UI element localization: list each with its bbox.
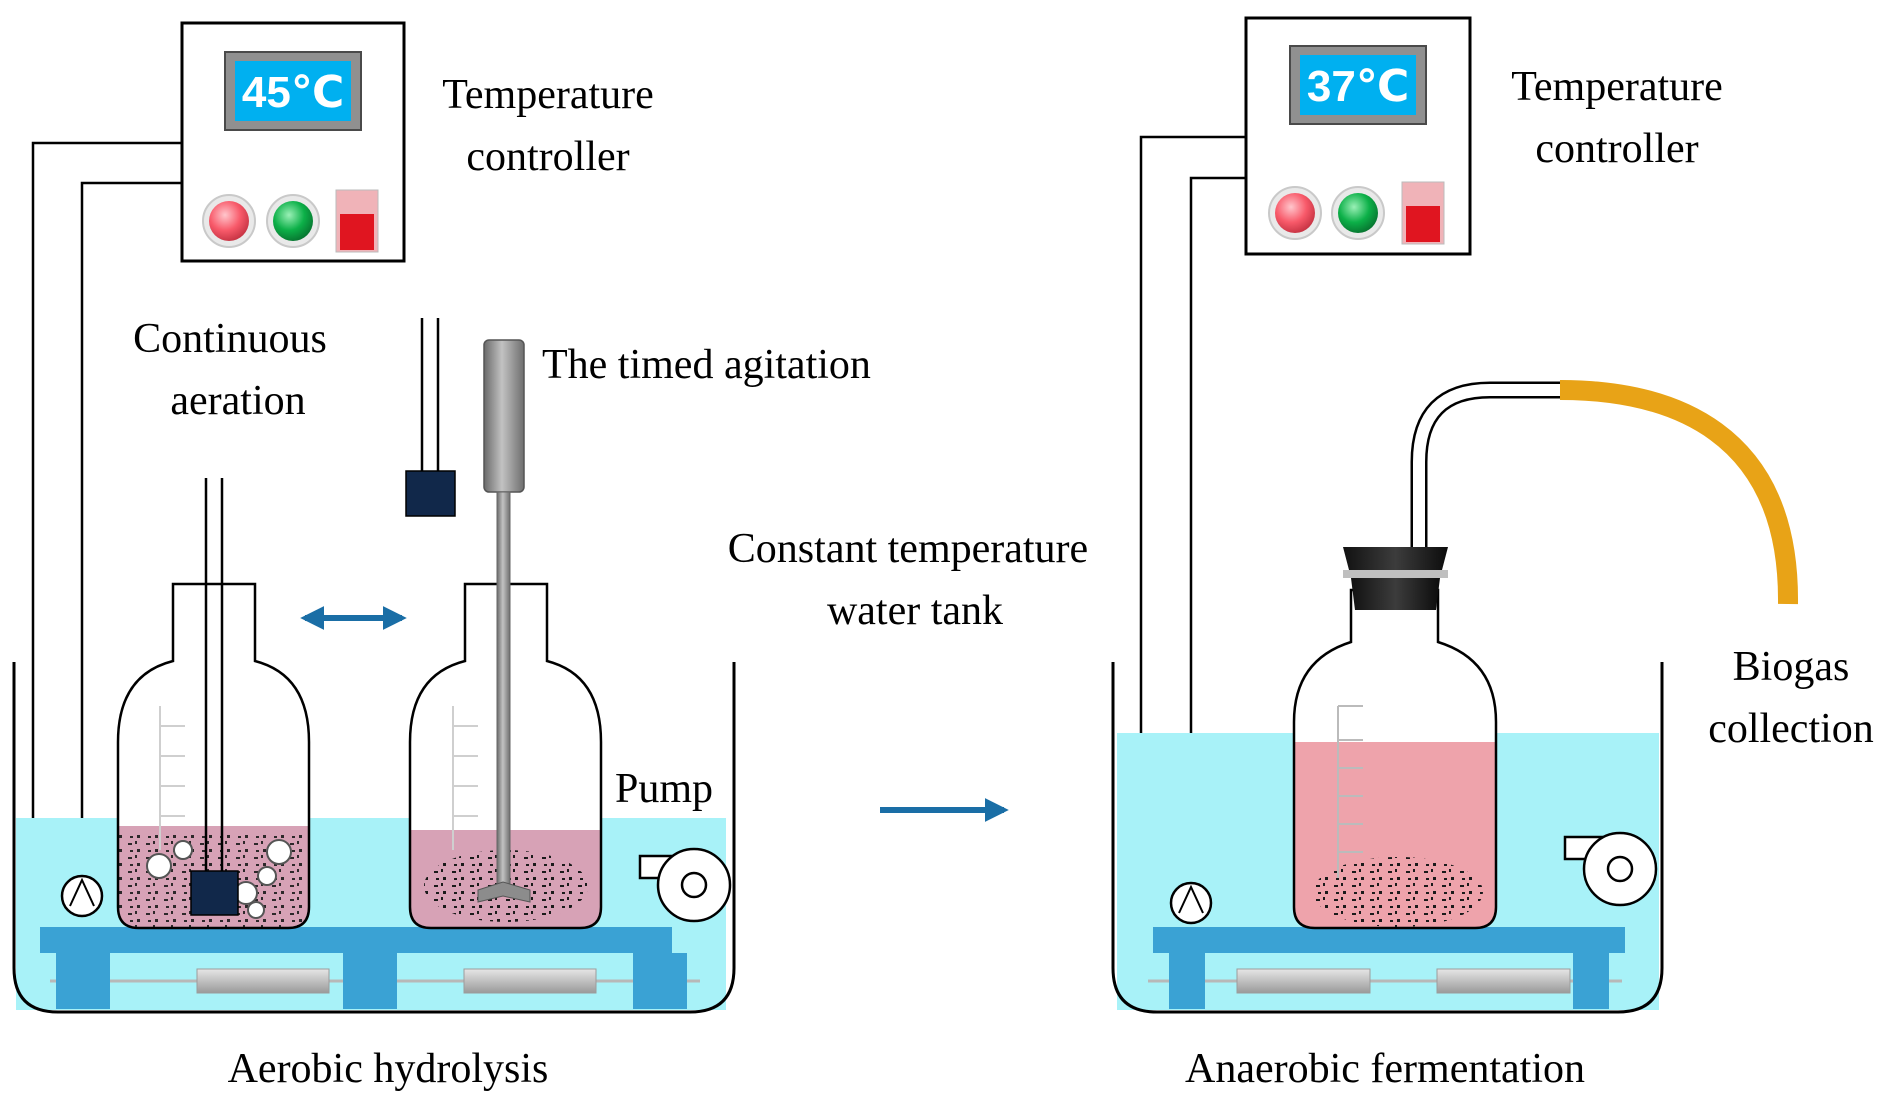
- pump-label: Pump: [615, 766, 713, 812]
- right-temperature-controller-icon: [1244, 16, 1472, 256]
- left-aeration-bottle-scale: [159, 706, 185, 850]
- right-green-button: [1338, 193, 1378, 233]
- pump-icon: [638, 847, 732, 923]
- right-power-switch: [1401, 181, 1445, 245]
- bubble-icon: [146, 839, 292, 919]
- left-caption: Aerobic hydrolysis: [228, 1046, 549, 1092]
- left-lcd-display: 45℃: [242, 68, 344, 117]
- biogas-tube-white-inner: [1413, 384, 1560, 548]
- aeration-label-line2: aeration: [170, 378, 305, 424]
- left-temperature-controller-icon: [180, 21, 406, 263]
- right-fermentation-bottle: [1292, 588, 1498, 930]
- right-pump-icon: [1563, 831, 1658, 907]
- water-tank-label-line1: Constant temperature: [728, 526, 1088, 572]
- left-controller-label-line2: controller: [466, 134, 629, 180]
- left-controller-wire-outer: [31, 141, 182, 900]
- right-temperature-sensor-icon: [1169, 881, 1213, 925]
- right-lcd-display: 37℃: [1307, 62, 1409, 111]
- bottle-stopper: [1343, 547, 1448, 610]
- left-temperature-sensor-icon: [60, 874, 104, 918]
- left-aeration-bottle: [116, 478, 311, 930]
- right-red-button: [1275, 193, 1315, 233]
- left-lcd-screen: [235, 61, 351, 121]
- agitation-label: The timed agitation: [542, 342, 871, 388]
- left-platform: [40, 927, 687, 1009]
- left-setup: 45℃ Temperature controller: [12, 21, 871, 1092]
- right-bottle-scale: [1337, 705, 1363, 878]
- left-agitation-bottle-scale: [452, 706, 478, 850]
- stirrer-icon: [477, 339, 531, 903]
- biogas-label-line1: Biogas: [1733, 644, 1850, 690]
- left-green-button: [273, 201, 313, 241]
- left-water-tank: [12, 662, 736, 1014]
- water-tank-label-line2: water tank: [827, 588, 1003, 634]
- biogas-label-line2: collection: [1708, 706, 1874, 752]
- right-caption: Anaerobic fermentation: [1185, 1046, 1585, 1092]
- right-platform: [1153, 927, 1625, 1009]
- biogas-tube-orange: [1559, 380, 1799, 605]
- center-section: Constant temperature water tank: [728, 526, 1088, 822]
- right-controller-wire-inner: [1189, 176, 1246, 880]
- biogas-tube-white: [1410, 381, 1560, 548]
- right-lcd-screen: [1300, 55, 1416, 115]
- right-controller-label-line1: Temperature: [1511, 64, 1723, 110]
- right-heater-icon: [1148, 968, 1622, 994]
- aeration-label-line1: Continuous: [133, 316, 327, 362]
- left-controller-label-line1: Temperature: [442, 72, 654, 118]
- right-controller-label-line2: controller: [1535, 126, 1698, 172]
- left-controller-wire-inner: [80, 181, 182, 880]
- right-water-tank: [1111, 662, 1664, 1014]
- left-power-switch: [335, 189, 379, 253]
- right-controller-wire-outer: [1139, 135, 1246, 1000]
- sensor-probe-icon: [405, 470, 456, 517]
- right-setup: 37℃ Temperature controller: [1111, 16, 1874, 1092]
- left-sensor-probe-icon: [190, 870, 239, 916]
- left-red-button: [209, 201, 249, 241]
